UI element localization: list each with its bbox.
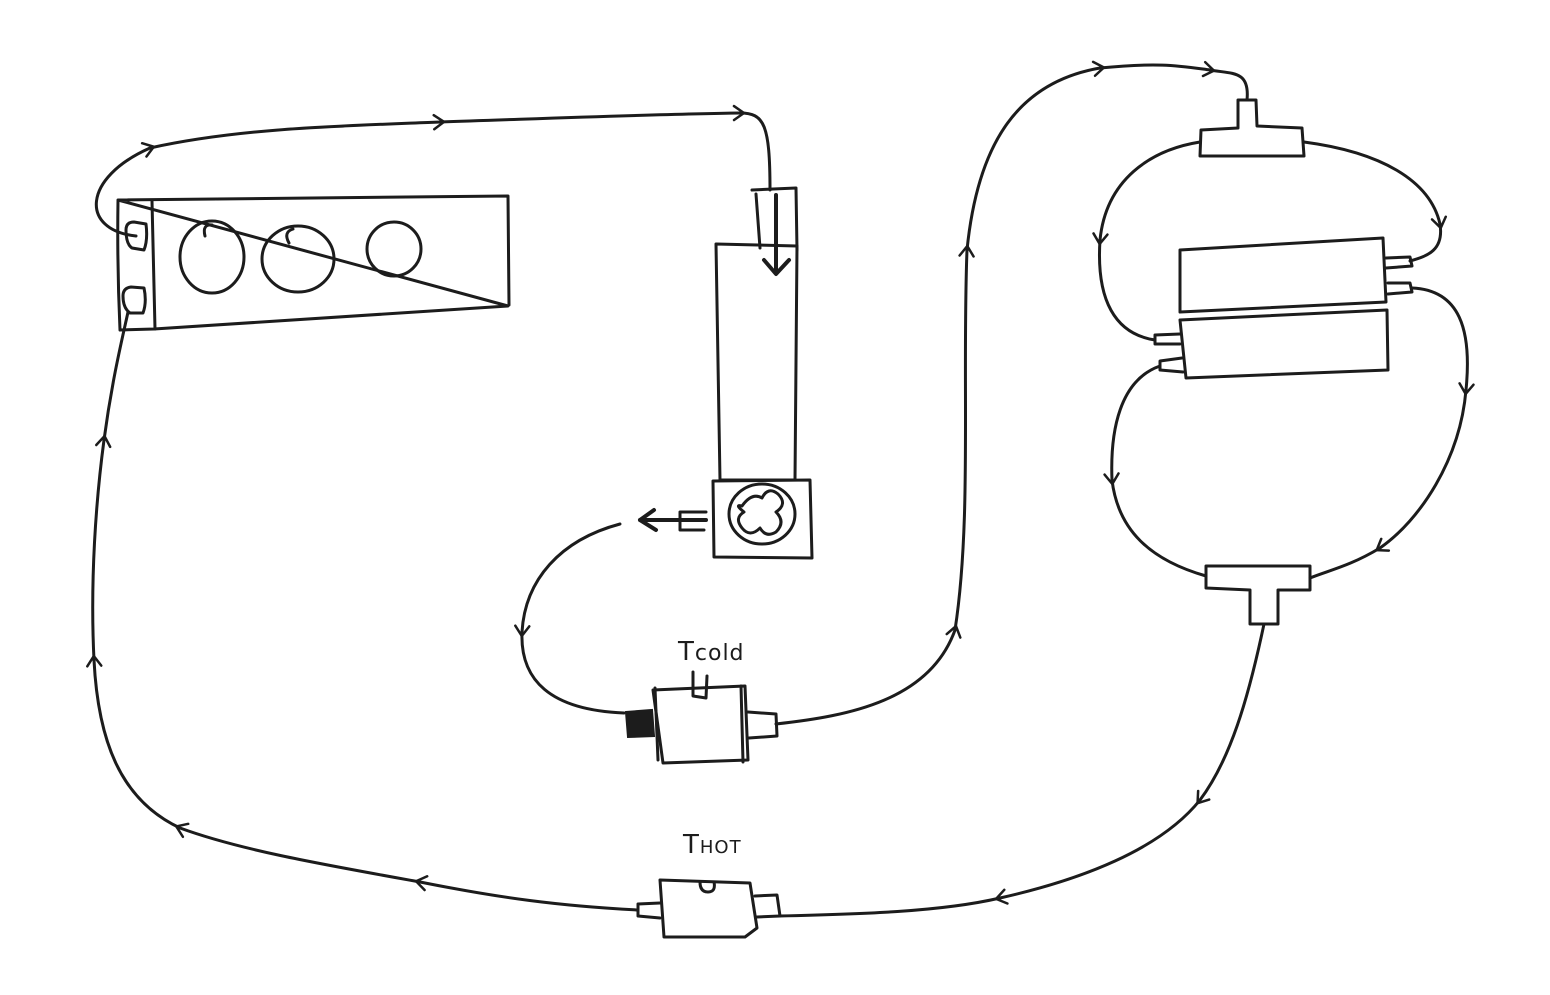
t-cold-label-main: T — [677, 637, 695, 667]
t-hot-sensor: THOT — [636, 830, 782, 939]
lower-block — [1153, 308, 1390, 380]
t-cold-label: Tcold — [677, 637, 745, 667]
radiator — [714, 186, 799, 482]
port-top — [124, 220, 149, 252]
radiator-fan — [638, 478, 814, 560]
top-t-junction — [1198, 98, 1306, 158]
t-hot-label-main: T — [682, 830, 700, 860]
tubing — [86, 60, 1475, 918]
upper-block — [1178, 236, 1414, 314]
port-bottom — [121, 285, 147, 315]
t-hot-label-sub: HOT — [700, 837, 742, 858]
t-hot-label: THOT — [682, 830, 742, 860]
bottom-t-junction — [1204, 564, 1312, 626]
t-cold-sensor: Tcold — [624, 637, 779, 765]
chip-2 — [260, 224, 336, 294]
cpu-block — [116, 194, 511, 332]
t-cold-label-sub: cold — [695, 641, 745, 666]
inflow-arrow-icon — [762, 193, 791, 276]
exhaust-arrow-icon — [638, 508, 708, 532]
chip-3 — [365, 220, 423, 278]
chip-1 — [178, 219, 246, 295]
fan-icon — [737, 489, 784, 536]
